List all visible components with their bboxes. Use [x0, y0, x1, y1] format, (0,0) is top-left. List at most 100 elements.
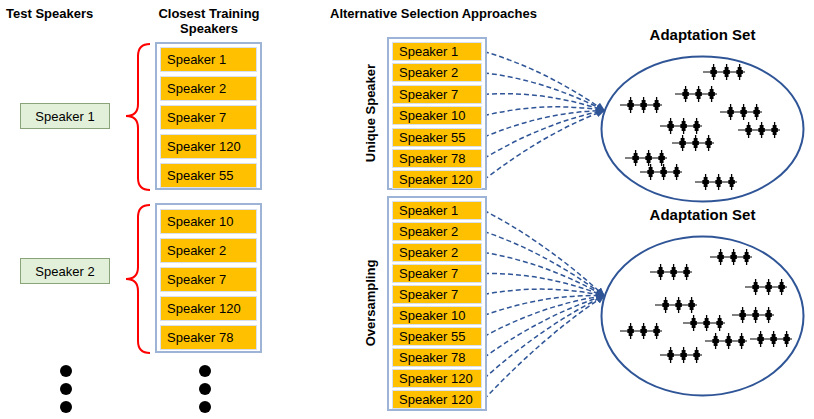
speaker-name: Speaker 120: [399, 172, 473, 187]
header-label: Closest Training Speakers: [150, 6, 268, 36]
speaker-name: Speaker 7: [399, 287, 458, 302]
speaker-list: Speaker 1Speaker 2Speaker 7Speaker 10Spe…: [387, 37, 487, 190]
speaker-name: Speaker 2: [167, 243, 226, 258]
speaker-list: Speaker 10 Speaker 2 Speaker 7 Speaker 120S…: [155, 203, 262, 353]
waveform-icon: [650, 264, 692, 280]
dashed-arrow: [484, 73, 604, 111]
speaker-box: Speaker 7: [160, 105, 257, 130]
waveform-burst: [746, 122, 751, 138]
waveform-burst: [676, 297, 681, 313]
waveform-icon: [745, 279, 787, 295]
ellipse-border: [602, 57, 804, 202]
waveform-burst: [654, 97, 659, 113]
speaker-box: Speaker 78: [392, 348, 482, 367]
waveform-burst: [717, 315, 722, 331]
speaker-box: Speaker 120: [160, 296, 257, 321]
dashed-arrow: [484, 111, 604, 138]
waveform-burst: [628, 323, 633, 339]
dashed-arrow: [484, 111, 604, 180]
waveform-icon: [672, 135, 714, 151]
speaker-name: Speaker 7: [167, 272, 226, 287]
waveform-burst: [726, 333, 731, 349]
waveform-burst: [739, 333, 744, 349]
waveform-icon: [710, 249, 752, 265]
speaker-box: Speaker 120: [392, 390, 482, 409]
waveform-burst: [694, 347, 699, 363]
ellipsis-dot: [199, 401, 211, 413]
set-heading: Adaptation Set: [580, 206, 814, 223]
waveform-burst: [648, 164, 653, 180]
waveform-burst: [716, 174, 721, 190]
waveform-burst: [681, 118, 686, 134]
waveform-burst: [731, 249, 736, 265]
ellipsis-dot: [199, 383, 211, 395]
ellipsis-dot: [199, 365, 211, 377]
dashed-arrow: [484, 273, 604, 295]
dashed-arrow: [484, 111, 604, 159]
waveform-burst: [772, 122, 777, 138]
waveform-icon: [705, 333, 747, 349]
speaker-box: Speaker 1: [392, 42, 482, 61]
ellipsis-dot: [60, 401, 72, 413]
waveform-burst: [737, 64, 742, 80]
speaker-name: Speaker 55: [167, 168, 234, 183]
waveform-icon: [655, 297, 697, 313]
dashed-arrow: [484, 296, 604, 358]
speaker-name: Speaker 10: [167, 214, 234, 229]
ellipse-border: [602, 237, 804, 396]
waveform-icon: [620, 323, 662, 339]
speaker-name: Speaker 1: [399, 203, 458, 218]
waveform-icon: [695, 174, 737, 190]
waveform-burst: [703, 174, 708, 190]
dashed-arrow: [484, 52, 604, 111]
waveform-icon: [732, 307, 774, 323]
waveform-burst: [654, 323, 659, 339]
speaker-name: Speaker 120: [167, 139, 241, 154]
waveform-burst: [753, 279, 758, 295]
dashed-arrow: [484, 232, 604, 296]
speaker-name: Speaker 78: [167, 330, 234, 345]
speaker-name: Speaker 7: [399, 266, 458, 281]
test-speaker-box: Speaker 2: [20, 258, 110, 284]
waveform-burst: [628, 97, 633, 113]
waveform-burst: [771, 331, 776, 347]
waveform-burst: [668, 118, 673, 134]
waveform-burst: [684, 264, 689, 280]
speaker-list: Speaker 1 Speaker 2 Speaker 7 Speaker 120Sp…: [155, 42, 262, 190]
waveform-burst: [683, 86, 688, 102]
waveform-icon: [703, 64, 745, 80]
speaker-name: Speaker 55: [399, 329, 466, 344]
speaker-name: Speaker 1: [35, 109, 94, 124]
waveform-burst: [674, 164, 679, 180]
speaker-box: Speaker 78: [392, 149, 482, 168]
speaker-name: Speaker 78: [399, 151, 466, 166]
speaker-name: Speaker 10: [399, 308, 466, 323]
waveform-burst: [754, 104, 759, 120]
dashed-arrow: [484, 94, 604, 111]
waveform-burst: [718, 249, 723, 265]
speaker-box: Speaker 2: [160, 76, 257, 101]
waveform-icon: [675, 86, 717, 102]
speaker-name: Speaker 120: [167, 301, 241, 316]
waveform-icon: [720, 104, 762, 120]
speaker-name: Speaker 1: [167, 52, 226, 67]
speaker-box: Speaker 7: [392, 85, 482, 104]
waveform-burst: [659, 150, 664, 166]
rotated-label: Unique Speaker: [363, 64, 378, 162]
speaker-box: Speaker 55: [160, 163, 257, 188]
waveform-burst: [766, 279, 771, 295]
waveform-burst: [680, 135, 685, 151]
waveform-burst: [711, 64, 716, 80]
waveform-icon: [683, 315, 725, 331]
speaker-box: Speaker 78: [160, 325, 257, 350]
waveform-burst: [728, 104, 733, 120]
speaker-name: Speaker 2: [167, 81, 226, 96]
header-label: Alternative Selection Approaches: [330, 6, 537, 21]
waveform-burst: [681, 347, 686, 363]
waveform-burst: [704, 315, 709, 331]
waveform-burst: [689, 297, 694, 313]
speaker-name: Speaker 1: [399, 44, 458, 59]
waveform-icon: [750, 331, 792, 347]
waveform-burst: [724, 64, 729, 80]
